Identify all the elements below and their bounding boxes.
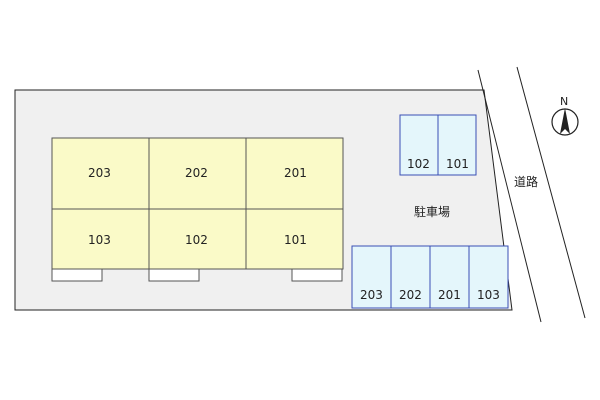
unit-label: 101 xyxy=(284,233,307,247)
parking-space-label: 201 xyxy=(438,288,461,302)
unit-101: 101 xyxy=(245,208,344,270)
compass-label: N xyxy=(560,95,568,108)
road-label: 道路 xyxy=(514,174,538,189)
unit-label: 201 xyxy=(284,166,307,180)
parking-space-label: 202 xyxy=(399,288,422,302)
balcony xyxy=(51,268,103,282)
parking-space-label: 103 xyxy=(477,288,500,302)
parking-space-label: 102 xyxy=(407,157,430,171)
road-edge-right xyxy=(516,66,586,319)
unit-label: 202 xyxy=(185,166,208,180)
balcony xyxy=(148,268,200,282)
north-arrow-icon: N xyxy=(551,95,579,136)
building: 203 202 201 103 102 101 xyxy=(51,137,344,282)
road-edge-left xyxy=(477,69,542,323)
parking-label: 駐車場 xyxy=(414,204,450,219)
parking-upper: 102 101 xyxy=(399,114,477,176)
unit-label: 203 xyxy=(88,166,111,180)
parking-space-label: 203 xyxy=(360,288,383,302)
unit-label: 103 xyxy=(88,233,111,247)
unit-203: 203 xyxy=(51,137,150,210)
parking-space-203: 203 xyxy=(351,245,392,309)
unit-102: 102 xyxy=(148,208,247,270)
balcony xyxy=(291,268,343,282)
parking-space-101: 101 xyxy=(437,114,477,176)
parking-lower: 203 202 201 103 xyxy=(351,245,509,309)
parking-space-103: 103 xyxy=(468,245,509,309)
parking-space-202: 202 xyxy=(390,245,431,309)
parking-space-102: 102 xyxy=(399,114,439,176)
unit-201: 201 xyxy=(245,137,344,210)
parking-space-201: 201 xyxy=(429,245,470,309)
parking-space-label: 101 xyxy=(446,157,469,171)
unit-label: 102 xyxy=(185,233,208,247)
unit-202: 202 xyxy=(148,137,247,210)
unit-103: 103 xyxy=(51,208,150,270)
